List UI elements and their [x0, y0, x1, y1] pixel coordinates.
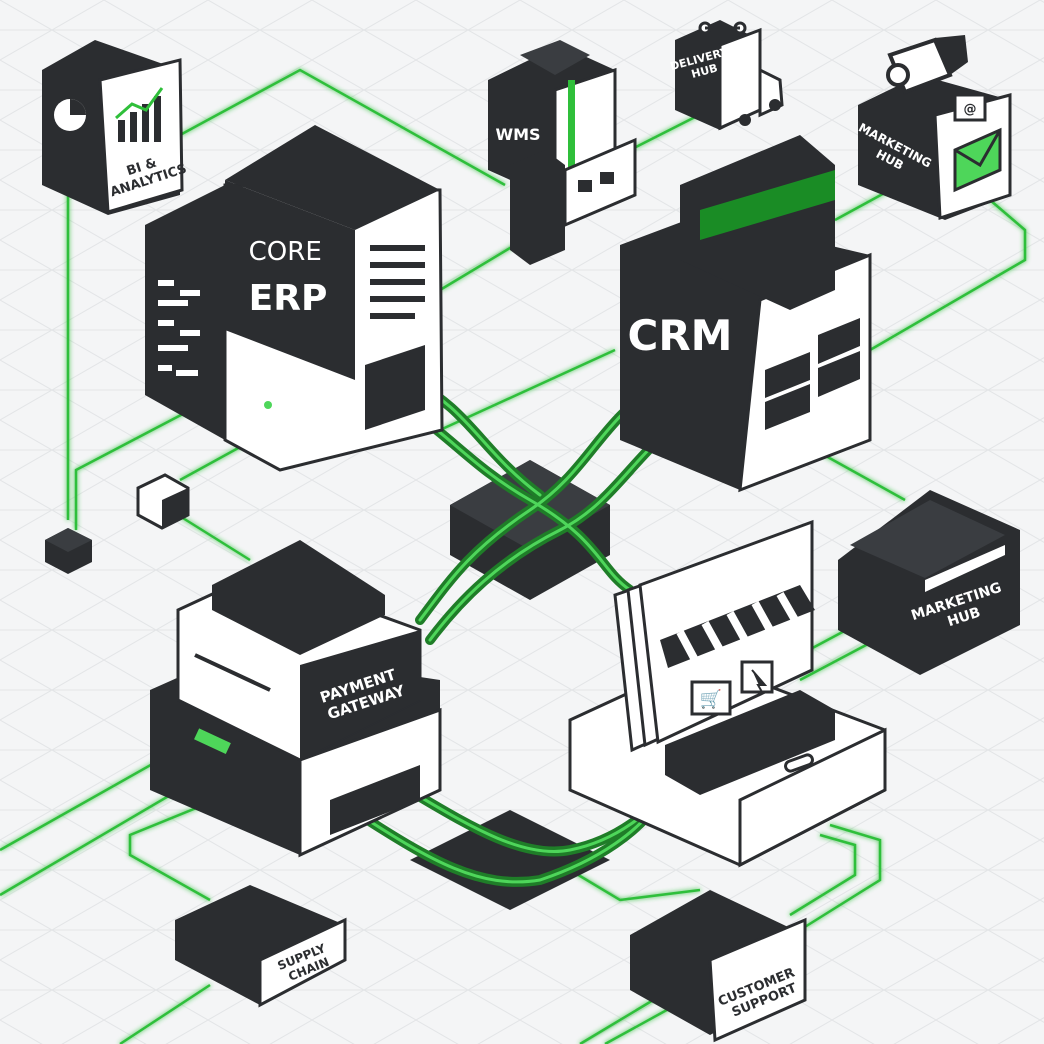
- connector-crm-to-marketing: [814, 448, 906, 502]
- awning-icon: [660, 585, 815, 668]
- server-slot-marks: [158, 280, 200, 376]
- bar-chart-icon: [115, 87, 164, 142]
- connector-crm-to-erp: [439, 348, 616, 432]
- svg-text:CORE ERP: CORE ERP: [249, 237, 328, 319]
- node-supply-chain[interactable]: SUPPLY CHAIN: [175, 885, 347, 1008]
- connector-store-to-support-3: [569, 868, 701, 902]
- connector-marketing-right: [869, 199, 1027, 352]
- node-wms[interactable]: WMS: [488, 40, 637, 265]
- server-vent-lines: [370, 245, 425, 319]
- storefront-slot: [784, 753, 814, 773]
- node-core-erp[interactable]: CORE ERP: [145, 125, 444, 472]
- connector-bi-to-wms: [179, 68, 506, 187]
- connector-supply-bottom: [119, 983, 211, 1044]
- connector-store-to-support-1: [789, 833, 857, 917]
- connector-delivery-to-wms: [629, 110, 706, 152]
- node-marketing-hub-right[interactable]: MARKETING HUB: [838, 490, 1020, 675]
- node-delivery-hub[interactable]: DELIVERY HUB: [669, 20, 784, 131]
- node-customer-support[interactable]: CUSTOMER SUPPORT: [630, 890, 807, 1043]
- connector-lines: [0, 68, 1027, 1044]
- node-bi-analytics[interactable]: BI & ANALYTICS: [42, 40, 189, 215]
- connector-erp-to-node: [74, 403, 201, 530]
- wms-label: WMS: [495, 125, 540, 144]
- truck-wheel: [739, 114, 751, 126]
- lower-hub: [410, 810, 610, 910]
- small-cube-node-2: [45, 528, 92, 574]
- truck-wheel: [769, 99, 781, 111]
- crm-card-panels: [765, 318, 860, 430]
- connector-wms-to-erp: [439, 243, 516, 292]
- pie-chart-icon: [54, 99, 86, 131]
- node-storefront[interactable]: 🛒: [568, 519, 887, 868]
- node-payment-gateway[interactable]: PAYMENT GATEWAY: [150, 540, 442, 858]
- small-cube-node: [136, 473, 190, 530]
- svg-text:🛒: 🛒: [700, 688, 722, 710]
- erp-label-line1: CORE: [249, 237, 322, 267]
- marketing-at-symbol: @: [964, 102, 977, 117]
- connector-store-to-support-2: [799, 823, 882, 932]
- email-envelope-icon: @: [953, 93, 1002, 193]
- node-crm[interactable]: CRM: [620, 135, 872, 493]
- gateway-port: [194, 728, 231, 755]
- crm-label: CRM: [628, 311, 733, 360]
- node-marketing-hub-top[interactable]: @ MARKETING HUB: [849, 35, 1012, 221]
- erp-status-led: [264, 386, 272, 394]
- drone-icon: [698, 21, 747, 42]
- megaphone-icon: [886, 35, 968, 95]
- erp-status-led-active: [264, 401, 272, 409]
- cart-icon: [690, 680, 732, 716]
- erp-label-line2: ERP: [249, 278, 328, 319]
- connector-marketing-to-crm: [834, 188, 891, 222]
